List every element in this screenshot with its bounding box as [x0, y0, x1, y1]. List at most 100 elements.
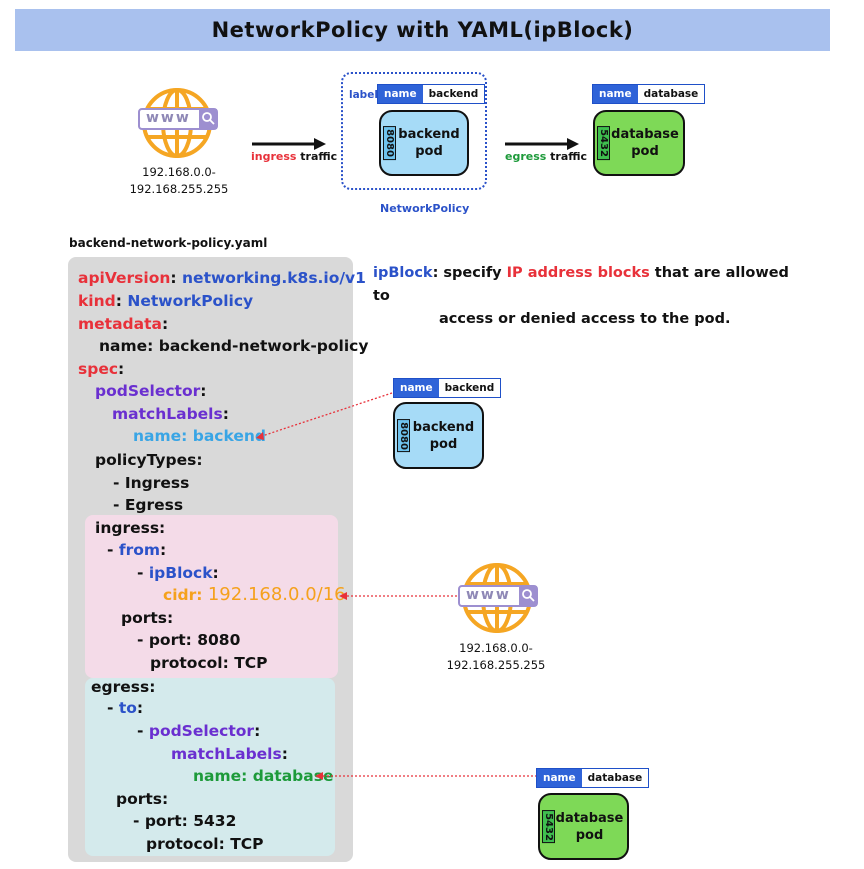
egress-word: egress: [505, 150, 547, 163]
yaml-pod-selector: podSelector:: [95, 382, 207, 400]
globe-icon: [138, 88, 218, 158]
desc-highlight: IP address blocks: [506, 265, 650, 281]
title-bar: NetworkPolicy with YAML(ipBlock): [15, 9, 830, 51]
ingress-traffic-caption: ingress traffic: [251, 150, 337, 163]
port-tag: 8080: [397, 418, 410, 453]
label-key: name: [378, 85, 423, 103]
yaml-value: 192.168.0.0/16: [207, 584, 346, 605]
port-tag: 5432: [542, 809, 555, 844]
yaml-key: podSelector: [148, 722, 255, 740]
yaml-key: kind: [78, 292, 116, 310]
yaml-key: apiVersion: [78, 269, 171, 287]
yaml-api-version: apiVersion: networking.k8s.io/v1: [78, 269, 366, 287]
yaml-ports: ports:: [121, 609, 174, 627]
yaml-name: name: backend-network-policy: [99, 337, 369, 355]
yaml-kind: kind: NetworkPolicy: [78, 292, 254, 310]
pod-word: pod: [575, 827, 604, 843]
yaml-policy-types: policyTypes:: [95, 451, 203, 469]
yaml-key: cidr:: [163, 586, 203, 604]
yaml-pod-selector-2: - podSelector:: [137, 722, 261, 740]
label-value: backend: [438, 379, 501, 397]
backend-label-2: name backend: [393, 378, 502, 398]
database-label: name database: [592, 84, 706, 104]
backend-label: name backend: [377, 84, 486, 104]
ingress-word: ingress: [251, 150, 297, 163]
database-pod-2: 5432 database pod: [538, 793, 629, 860]
ip-range-caption: 192.168.0.0- 192.168.255.255: [120, 164, 238, 198]
file-name: backend-network-policy.yaml: [69, 236, 268, 250]
yaml-egress: egress:: [91, 678, 156, 696]
label-key: name: [394, 379, 439, 397]
yaml-key: ipBlock: [148, 564, 213, 582]
yaml-value: networking.k8s.io/v1: [182, 269, 366, 287]
yaml-match-backend: name: backend: [133, 427, 267, 445]
egress-traffic-caption: egress traffic: [505, 150, 587, 163]
label-value: backend: [422, 85, 485, 103]
pod-name: database: [555, 810, 624, 826]
desc-part1: : specify: [432, 265, 507, 281]
arrowhead-backend: [256, 432, 264, 440]
desc-line2: access or denied access to the pod.: [439, 311, 731, 327]
arrowhead-database: [315, 772, 323, 780]
ip-range-caption-2: 192.168.0.0- 192.168.255.255: [437, 640, 555, 674]
page-title: NetworkPolicy with YAML(ipBlock): [211, 18, 634, 42]
ip-range-line1: 192.168.0.0-: [459, 641, 533, 655]
yaml-spec: spec:: [78, 360, 125, 378]
yaml-to: - to:: [107, 699, 144, 717]
yaml-policy-ingress: - Ingress: [113, 474, 190, 492]
arrowhead-cidr: [339, 592, 347, 600]
yaml-ports-2: ports:: [116, 790, 169, 808]
label-key: name: [593, 85, 638, 103]
yaml-cidr: cidr: 192.168.0.0/16: [163, 585, 346, 605]
globe-icon: [458, 563, 538, 633]
yaml-key: podSelector: [95, 382, 201, 400]
pod-name: database: [611, 127, 679, 142]
yaml-from: - from:: [107, 541, 167, 559]
label-tag: label: [349, 89, 378, 101]
yaml-match-database: name: database: [193, 767, 334, 785]
network-policy-box: [341, 72, 487, 190]
traffic-word: traffic: [296, 150, 338, 163]
backend-pod: 8080 backend pod: [379, 110, 469, 176]
backend-pod-2: 8080 backend pod: [393, 402, 484, 469]
yaml-ipblock: - ipBlock:: [137, 564, 219, 582]
ip-range-line1: 192.168.0.0-: [142, 165, 216, 179]
desc-keyword: ipBlock: [373, 265, 433, 281]
pod-word: pod: [631, 144, 659, 159]
pod-name: backend: [398, 127, 460, 142]
yaml-protocol-2: protocol: TCP: [146, 835, 264, 853]
traffic-word: traffic: [546, 150, 588, 163]
ip-range-line2: 192.168.255.255: [446, 658, 546, 672]
yaml-metadata: metadata:: [78, 315, 169, 333]
yaml-key: metadata: [78, 315, 162, 333]
yaml-port-8080: - port: 8080: [137, 631, 241, 649]
yaml-protocol: protocol: TCP: [150, 654, 268, 672]
yaml-value: NetworkPolicy: [127, 292, 254, 310]
www-text: www: [466, 587, 511, 603]
yaml-match-labels: matchLabels:: [112, 405, 229, 423]
port-tag: 8080: [383, 126, 396, 160]
yaml-key: spec: [78, 360, 119, 378]
yaml-key: matchLabels: [112, 405, 223, 423]
www-text: www: [146, 110, 191, 126]
ingress-arrow: [252, 138, 326, 150]
yaml-key: matchLabels: [171, 745, 282, 763]
network-policy-caption: NetworkPolicy: [380, 202, 470, 215]
yaml-key: to: [118, 699, 137, 717]
ingress-panel: [85, 515, 338, 678]
database-label-2: name database: [536, 768, 650, 788]
yaml-policy-egress: - Egress: [113, 496, 184, 514]
ip-range-line2: 192.168.255.255: [129, 182, 229, 196]
label-value: database: [637, 85, 705, 103]
egress-panel: [85, 678, 335, 856]
yaml-ingress: ingress:: [95, 519, 166, 537]
label-value: database: [581, 769, 649, 787]
port-tag: 5432: [597, 126, 610, 160]
database-pod: 5432 database pod: [593, 110, 685, 176]
pod-word: pod: [429, 436, 458, 452]
pod-name: backend: [412, 419, 475, 435]
yaml-port-5432: - port: 5432: [133, 812, 237, 830]
yaml-match-labels-2: matchLabels:: [171, 745, 288, 763]
connector-backend: [261, 392, 393, 437]
